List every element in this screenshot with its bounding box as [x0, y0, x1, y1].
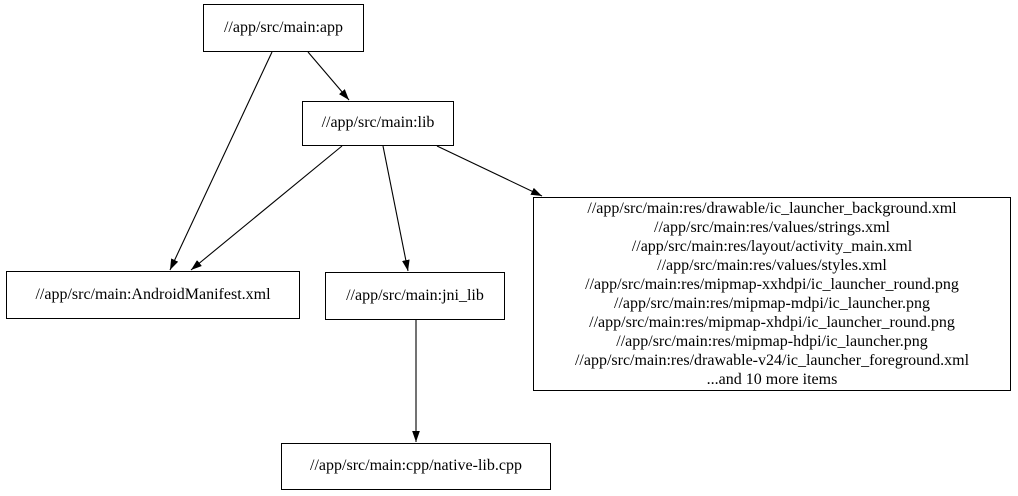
res-group-line: //app/src/main:res/mipmap-mdpi/ic_launch…	[614, 295, 930, 312]
res-group-line: //app/src/main:res/mipmap-xhdpi/ic_launc…	[589, 314, 955, 331]
node-res-group: //app/src/main:res/drawable/ic_launcher_…	[533, 197, 1011, 391]
res-group-line: //app/src/main:res/drawable-v24/ic_launc…	[574, 352, 970, 369]
node-lib: //app/src/main:lib	[302, 101, 454, 146]
node-android-manifest: //app/src/main:AndroidManifest.xml	[6, 271, 300, 319]
node-jni-lib: //app/src/main:jni_lib	[325, 272, 505, 320]
edge-app-to-lib	[307, 51, 350, 101]
res-group-line: //app/src/main:res/values/styles.xml	[657, 257, 887, 274]
node-jni-lib-label: //app/src/main:jni_lib	[346, 286, 484, 304]
node-android-manifest-label: //app/src/main:AndroidManifest.xml	[35, 285, 271, 303]
node-native-lib-label: //app/src/main:cpp/native-lib.cpp	[310, 457, 522, 475]
res-group-line: //app/src/main:res/mipmap-xxhdpi/ic_laun…	[585, 276, 959, 293]
edge-lib-to-jni-lib	[382, 145, 410, 272]
node-app-label: //app/src/main:app	[223, 18, 344, 36]
node-lib-label: //app/src/main:lib	[321, 114, 435, 132]
node-app: //app/src/main:app	[203, 4, 364, 52]
res-group-line: //app/src/main:res/mipmap-hdpi/ic_launch…	[616, 333, 928, 350]
res-group-line: //app/src/main:res/layout/activity_main.…	[631, 238, 913, 255]
res-group-line: //app/src/main:res/values/strings.xml	[654, 219, 890, 236]
edge-lib-to-android-manifest	[190, 145, 343, 271]
node-native-lib: //app/src/main:cpp/native-lib.cpp	[281, 443, 551, 490]
res-group-more-items: ...and 10 more items	[706, 371, 838, 388]
res-group-line: //app/src/main:res/drawable/ic_launcher_…	[587, 200, 957, 217]
edge-app-to-android-manifest	[169, 51, 273, 271]
edge-lib-to-res-group	[436, 145, 543, 197]
